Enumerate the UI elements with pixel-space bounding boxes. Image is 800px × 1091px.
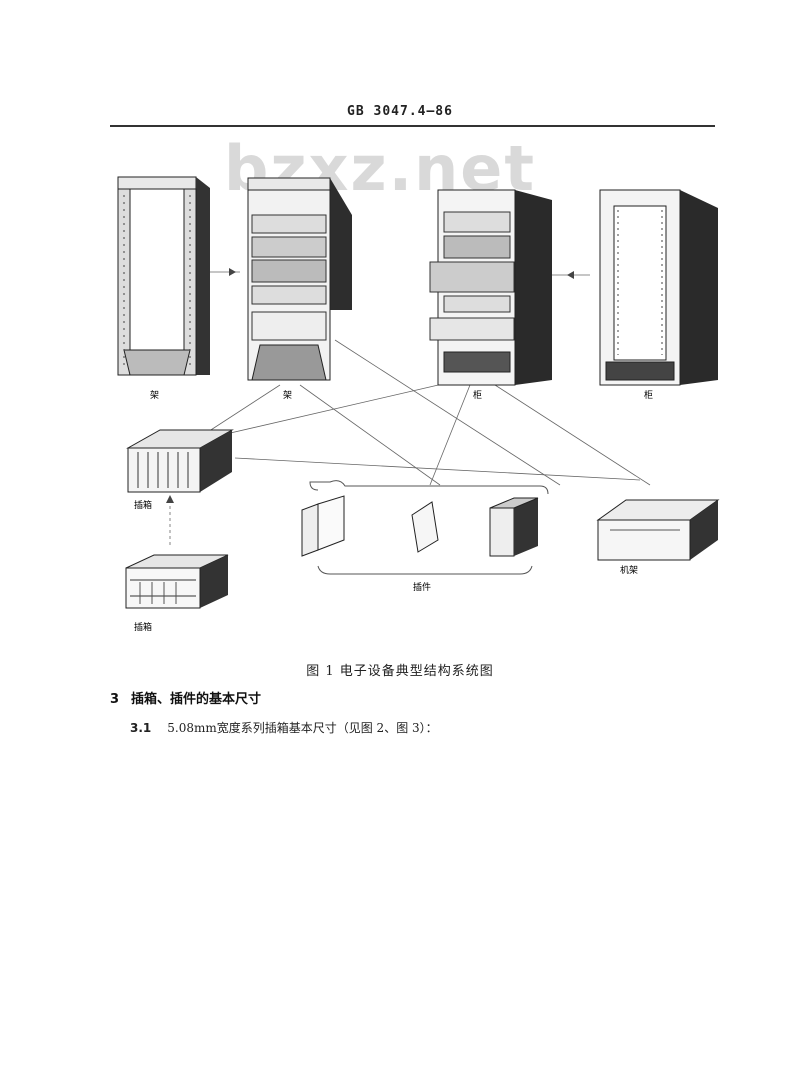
plugin-label: 插件 bbox=[413, 581, 431, 593]
subsection-text: 5.08mm宽度系列插箱基本尺寸（见图 2、图 3）： bbox=[167, 721, 438, 735]
section-3-1-paragraph: 3.1 5.08mm宽度系列插箱基本尺寸（见图 2、图 3）： bbox=[130, 719, 438, 736]
empty-cabinet-illustration bbox=[599, 189, 718, 386]
chassis-illustration bbox=[596, 499, 720, 561]
empty-subrack-illustration bbox=[125, 554, 229, 609]
cabinet1-label: 柜 bbox=[473, 389, 482, 401]
loaded-subrack-illustration bbox=[126, 429, 234, 493]
loaded-rack-illustration bbox=[247, 177, 352, 381]
section-number: 3 bbox=[110, 692, 120, 707]
section-3-heading: 3 插箱、插件的基本尺寸 bbox=[110, 688, 261, 707]
loaded-cabinet-illustration bbox=[429, 189, 552, 386]
header-rule bbox=[110, 125, 715, 127]
cabinet2-label: 柜 bbox=[644, 389, 653, 401]
subsection-number: 3.1 bbox=[130, 721, 152, 735]
connector-lines bbox=[169, 271, 651, 548]
open-rack-illustration bbox=[117, 176, 210, 376]
standard-code: GB 3047.4—86 bbox=[347, 104, 453, 119]
figure-caption: 图 1 电子设备典型结构系统图 bbox=[306, 664, 494, 679]
structure-system-figure: 架 架 柜 柜 插箱 插箱 插件 机架 bbox=[117, 176, 720, 633]
subrack1-label: 插箱 bbox=[134, 499, 152, 511]
rack2-label: 架 bbox=[283, 390, 292, 401]
section-title: 插箱、插件的基本尺寸 bbox=[131, 692, 262, 707]
rack1-label: 架 bbox=[150, 390, 159, 401]
chassis-label: 机架 bbox=[620, 564, 638, 576]
plugin-cards-illustration bbox=[301, 480, 549, 575]
subrack2-label: 插箱 bbox=[134, 621, 152, 633]
